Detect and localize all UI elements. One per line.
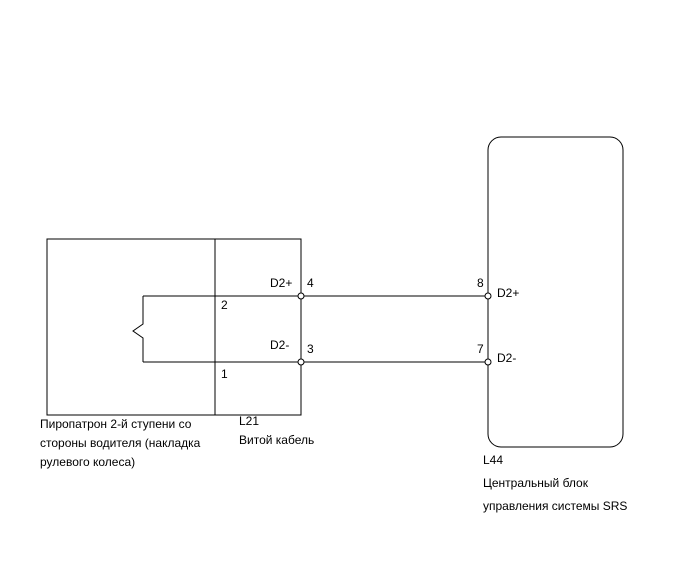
terminal-cable-pin-3 bbox=[297, 358, 305, 366]
cable-pin-4-label: 4 bbox=[307, 276, 314, 290]
terminal-ecu-pin-7 bbox=[484, 358, 492, 366]
srs-ecu-name-line: управления системы SRS bbox=[483, 499, 628, 513]
srs-ecu-caption: L44 Центральный блок управления системы … bbox=[483, 449, 627, 518]
spiral-cable-caption: L21 Витой кабель bbox=[239, 412, 314, 450]
cable-signal-d2-minus: D2- bbox=[270, 338, 289, 352]
squib-box bbox=[46, 238, 216, 416]
srs-ecu-box bbox=[487, 136, 624, 448]
cable-signal-d2-plus: D2+ bbox=[270, 276, 292, 290]
terminal-cable-pin-4 bbox=[297, 292, 305, 300]
ecu-signal-d2-plus: D2+ bbox=[497, 286, 519, 300]
squib-caption-line: стороны водителя (накладка bbox=[40, 436, 201, 450]
ecu-pin-8-label: 8 bbox=[477, 276, 484, 290]
squib-pin-2-label: 2 bbox=[221, 298, 228, 312]
spiral-cable-code: L21 bbox=[239, 414, 260, 428]
srs-ecu-code: L44 bbox=[483, 453, 504, 467]
squib-pin-1-label: 1 bbox=[221, 367, 228, 381]
cable-pin-3-label: 3 bbox=[307, 342, 314, 356]
squib-caption-line: рулевого колеса) bbox=[40, 455, 136, 469]
squib-caption-line: Пиропатрон 2-й ступени со bbox=[40, 417, 192, 431]
ecu-pin-7-label: 7 bbox=[477, 342, 484, 356]
spiral-cable-box bbox=[214, 238, 302, 416]
spiral-cable-name: Витой кабель bbox=[239, 433, 315, 447]
ecu-signal-d2-minus: D2- bbox=[497, 351, 516, 365]
terminal-ecu-pin-8 bbox=[484, 292, 492, 300]
squib-element-symbol bbox=[132, 296, 144, 362]
srs-ecu-name-line: Центральный блок bbox=[483, 476, 588, 490]
squib-caption: Пиропатрон 2-й ступени со стороны водите… bbox=[40, 415, 200, 472]
